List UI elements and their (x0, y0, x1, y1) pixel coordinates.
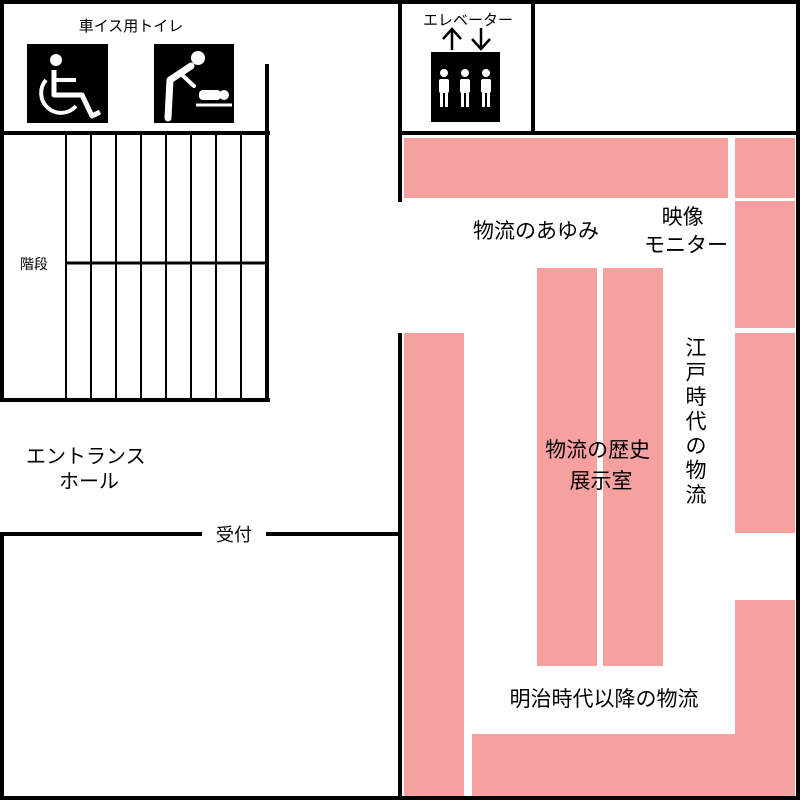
reception-label: 受付 (216, 525, 252, 546)
elevator-label: エレベーター (423, 11, 513, 29)
arrow-up-icon (442, 27, 462, 50)
exhibit-areas (404, 138, 795, 796)
edo-logistics-char: 代 (686, 410, 707, 434)
edo-logistics-char: 流 (686, 483, 707, 507)
entrance-hall-line1: エントランス (26, 444, 146, 468)
stairs (65, 133, 268, 400)
wheelchair-icon (27, 44, 108, 123)
edo-logistics-char: 戸 (686, 361, 707, 385)
video-monitor-line1: 映像 (662, 205, 704, 229)
exhibit-top-right-small (735, 138, 795, 198)
exhibit-bottom-l-shape (472, 600, 795, 796)
exhibit-right-monitor (735, 201, 795, 328)
meiji-logistics-label: 明治時代以降の物流 (510, 687, 699, 711)
stairs-label: 階段 (20, 257, 48, 273)
history-room-label: 物流の歴史 展示室 (545, 438, 657, 493)
exhibit-right-edo (735, 333, 795, 533)
video-monitor-line2: モニター (644, 233, 728, 257)
history-room-line2: 展示室 (570, 469, 633, 493)
edo-logistics-char: 時 (686, 385, 707, 409)
exhibit-left-column (404, 333, 464, 796)
exhibit-center-left (537, 268, 597, 666)
arrow-down-icon (471, 28, 491, 51)
edo-logistics-char: 江 (686, 336, 707, 360)
video-monitor-label: 映像 モニター (644, 205, 728, 257)
entrance-hall-line2: ホール (59, 469, 119, 493)
accessible-toilet-label: 車イス用トイレ (79, 17, 184, 35)
baby-changing-icon (154, 44, 234, 123)
edo-logistics-label: 江戸時代の物流 (686, 336, 707, 507)
edo-logistics-char: 物 (686, 459, 707, 483)
edo-logistics-char: の (686, 434, 707, 458)
logistics-progress-label: 物流のあゆみ (473, 219, 599, 243)
history-room-line1: 物流の歴史 (545, 438, 650, 462)
entrance-hall-label: エントランス ホール (26, 444, 152, 493)
elevator-people-icon (431, 52, 500, 122)
exhibit-center-right (603, 268, 663, 666)
exhibit-top-wide (404, 138, 728, 198)
